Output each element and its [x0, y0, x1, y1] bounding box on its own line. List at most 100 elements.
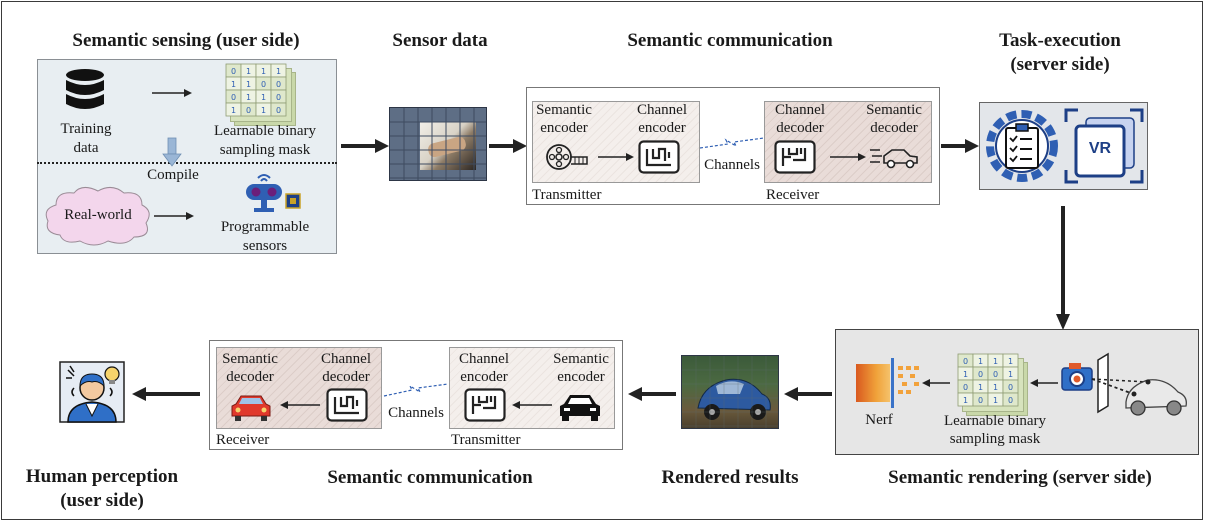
mask-bottom-value: 1: [993, 383, 998, 392]
mask-bottom-value: 0: [963, 383, 968, 392]
sensors-label-line1: Programmable: [220, 219, 310, 235]
mask-top-value: 1: [246, 93, 251, 102]
bottom-channels-label: Channels: [388, 405, 444, 421]
bottom-sem-encoder-line1: Semantic: [553, 351, 609, 367]
bottom-sem-encoder-line2: encoder: [557, 369, 605, 385]
mask-bottom-value: 1: [963, 396, 968, 405]
arrow-top-semenc-to-chenc: [598, 153, 634, 161]
bottom-receiver-label: Receiver: [216, 432, 270, 448]
bottom-ch-encoder-line2: encoder: [460, 369, 508, 385]
arrow-task-to-rendering: [1056, 206, 1070, 330]
top-ch-encoder-line2: encoder: [638, 120, 686, 136]
rendered-result-image: [681, 355, 779, 429]
database-icon: [66, 69, 104, 109]
mask-bottom-value: 0: [1008, 396, 1013, 405]
bottom-transmitter-label: Transmitter: [451, 432, 521, 448]
mask-bottom-value: 1: [1008, 370, 1013, 379]
arrow-sensing-to-data: [341, 139, 389, 153]
training-label-line1: Training: [60, 121, 112, 137]
task-title-line2: (server side): [1010, 54, 1110, 75]
mask-top-value: 1: [231, 80, 236, 89]
sensor-camera-icon: [246, 174, 301, 212]
sensor-data-image: [389, 107, 487, 181]
mask-bottom-value: 1: [1008, 357, 1013, 366]
top-ch-decoder-line2: decoder: [776, 120, 824, 136]
arrow-bottom-semenc-to-chenc: [512, 401, 552, 409]
mask-top-value: 0: [231, 67, 236, 76]
top-sem-decoder-line2: decoder: [870, 120, 918, 136]
channel-decoder-icon: [774, 140, 816, 174]
arrow-bottom-chdec-to-semdec: [280, 401, 320, 409]
channels-link-bottom: [383, 383, 449, 397]
mask-bottom-value: 1: [978, 357, 983, 366]
top-sem-decoder-line1: Semantic: [866, 102, 922, 118]
training-label-line2: data: [73, 140, 99, 156]
human-title-line1: Human perception: [25, 466, 179, 487]
mask-bottom-value: 0: [993, 370, 998, 379]
arrow-results-to-comm: [628, 387, 676, 401]
vr-icon: [1064, 108, 1144, 184]
arrow-rendering-to-results: [784, 387, 832, 401]
sensing-divider: [37, 162, 337, 164]
mask-bottom-value: 0: [978, 370, 983, 379]
channels-link-top: [699, 137, 765, 149]
arrow-mask-to-nerf: [922, 379, 950, 387]
channel-encoder-icon: [638, 140, 680, 174]
sensors-label-line2: sensors: [242, 238, 288, 254]
fast-car-icon: [870, 149, 918, 169]
nerf-icon: [856, 358, 919, 408]
camera-capture-icon: [1061, 352, 1187, 416]
arrow-comm-to-human: [132, 387, 200, 401]
mask-top-value: 0: [276, 106, 281, 115]
mask-top-cell: [270, 102, 287, 117]
cloud-shape: [45, 187, 150, 246]
rendered-results-title: Rendered results: [661, 467, 799, 488]
checklist-gear-icon: [986, 110, 1058, 182]
mask-top-value: 1: [261, 106, 266, 115]
top-receiver-label: Receiver: [766, 187, 820, 203]
sensor-data-title: Sensor data: [392, 30, 488, 51]
film-reel-icon: [546, 144, 588, 170]
compile-arrow: [162, 137, 182, 167]
mask-bottom-value: 1: [963, 370, 968, 379]
top-channels-label: Channels: [704, 157, 760, 173]
render-mask-label-line2: sampling mask: [949, 431, 1041, 447]
mask-top-value: 1: [276, 67, 281, 76]
black-car-icon: [560, 395, 600, 421]
mask-top-value: 0: [261, 80, 266, 89]
real-world-label: Real-world: [64, 207, 132, 223]
bottom-channel-encoder-icon: [464, 388, 506, 422]
arrow-data-to-comm: [489, 139, 527, 153]
mask-top-value: 0: [231, 93, 236, 102]
mask-bottom-value: 0: [978, 396, 983, 405]
human-perception-icon: [59, 361, 125, 423]
arrow-camera-to-mask: [1030, 379, 1058, 387]
mask-bottom-value: 1: [993, 357, 998, 366]
mask-top-value: 1: [246, 67, 251, 76]
red-car-icon: [231, 395, 271, 421]
bottom-ch-encoder-line1: Channel: [459, 351, 509, 367]
mask-bottom-cell: [1002, 392, 1019, 407]
arrow-comm-to-task: [941, 139, 979, 153]
comm-top-title: Semantic communication: [627, 30, 833, 51]
compile-label: Compile: [147, 167, 199, 183]
top-transmitter-label: Transmitter: [532, 187, 602, 203]
mask-bottom-value: 0: [1008, 383, 1013, 392]
arrow-realworld-to-sensors: [154, 212, 194, 220]
bottom-sem-decoder-line1: Semantic: [222, 351, 278, 367]
top-ch-decoder-line1: Channel: [775, 102, 825, 118]
mask-top-value: 0: [276, 93, 281, 102]
mask-top-value: 1: [261, 67, 266, 76]
rendering-title: Semantic rendering (server side): [888, 467, 1152, 488]
mask-label-line2: sampling mask: [219, 142, 311, 158]
comm-bottom-title: Semantic communication: [327, 467, 533, 488]
bottom-ch-decoder-line2: decoder: [322, 369, 370, 385]
mask-top-value: 1: [246, 80, 251, 89]
render-mask-label-line1: Learnable binary: [943, 413, 1047, 429]
mask-top-value: 1: [231, 106, 236, 115]
mask-bottom-value: 1: [978, 383, 983, 392]
human-title-line2: (user side): [60, 490, 144, 511]
